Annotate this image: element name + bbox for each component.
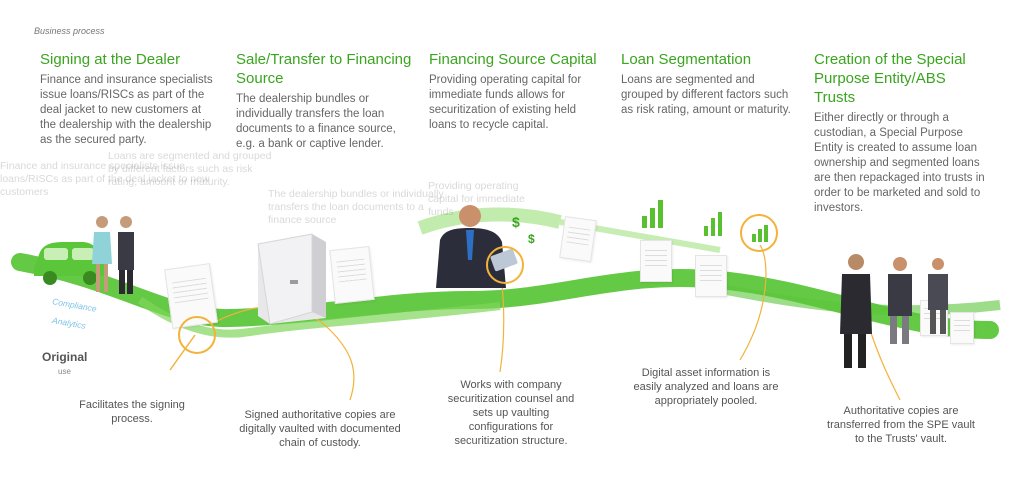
step-body: The dealership bundles or individually t… — [236, 93, 396, 150]
bar-chart-icon — [702, 210, 726, 236]
step-body: Finance and insurance specialists issue … — [40, 74, 213, 146]
caption-signing: Facilitates the signing process. — [79, 399, 185, 425]
step-title: Sale/Transfer to Financing Source — [236, 51, 412, 87]
ghost-text-3: The dealership bundles or individually t… — [268, 188, 444, 226]
dealer-people-icon — [92, 216, 134, 294]
step-title: Loan Segmentation — [621, 51, 752, 68]
bar-chart-icon — [640, 198, 670, 228]
ghost-text-1: Finance and insurance specialists issue … — [0, 160, 210, 198]
document-icon — [559, 215, 597, 263]
original-sub-label: use — [58, 367, 71, 376]
original-label: Original — [42, 350, 88, 364]
caption-segmentation: Digital asset information is easily anal… — [633, 367, 779, 407]
car-icon — [34, 242, 106, 285]
dollar-icon: $ — [528, 232, 535, 246]
step-spe: Creation of the Special Purpose Entity/A… — [814, 50, 989, 216]
process-kicker: Business process — [34, 26, 105, 36]
step-signing: Signing at the Dealer Finance and insura… — [40, 50, 220, 148]
step-body: Providing operating capital for immediat… — [429, 74, 582, 131]
ghost-text-4: Providing operating capital for immediat… — [428, 180, 525, 218]
dollar-icon: $ — [512, 214, 520, 230]
document-icon — [950, 312, 974, 344]
financing-highlight — [486, 246, 524, 284]
analysis-highlight — [740, 214, 778, 252]
ghost-text-2: Loans are segmented and grouped by diffe… — [108, 150, 272, 188]
signature-highlight — [178, 316, 216, 354]
document-icon — [695, 255, 727, 297]
step-title: Signing at the Dealer — [40, 51, 181, 68]
caption-financing: Works with company securitization counse… — [447, 379, 575, 447]
step-body: Loans are segmented and grouped by diffe… — [621, 74, 791, 116]
caption-spe: Authoritative copies are transferred fro… — [827, 405, 975, 445]
step-financing: Financing Source Capital Providing opera… — [429, 50, 604, 133]
step-title: Financing Source Capital — [429, 51, 597, 68]
step-segmentation: Loan Segmentation Loans are segmented an… — [621, 50, 796, 118]
step-body: Either directly or through a custodian, … — [814, 112, 985, 214]
caption-transfer: Signed authoritative copies are digitall… — [239, 409, 401, 449]
step-transfer: Sale/Transfer to Financing Source The de… — [236, 50, 416, 152]
document-icon — [329, 246, 375, 304]
document-icon — [640, 240, 672, 282]
investor-icon — [840, 254, 948, 368]
vault-icon — [257, 233, 326, 325]
step-title: Creation of the Special Purpose Entity/A… — [814, 51, 966, 106]
